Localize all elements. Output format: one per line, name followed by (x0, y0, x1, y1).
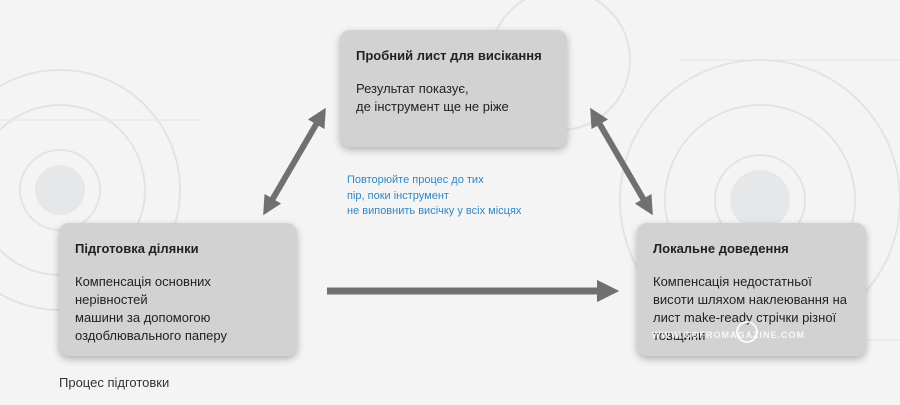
area-preparation-text: Компенсація основних нерівностей машини … (75, 274, 227, 343)
watermark-logo-icon (736, 321, 758, 343)
test-sheet-text: Результат показує, де інструмент ще не р… (356, 81, 509, 114)
area-preparation-box: Підготовка ділянки Компенсація основних … (59, 223, 297, 356)
local-adjustment-box: Локальне доведення Компенсація недостатн… (637, 223, 866, 356)
local-adjustment-text: Компенсація недостатньої висоти шляхом н… (653, 274, 847, 343)
test-sheet-title: Пробний лист для висікання (356, 48, 542, 63)
test-sheet-box: Пробний лист для висікання Результат пок… (340, 30, 567, 147)
local-adjustment-title: Локальне доведення (653, 241, 789, 256)
repeat-process-note: Повторюйте процес до тих пір, поки інстр… (347, 174, 522, 217)
watermark: WWW.GOFROMAGAZINE.COM (652, 330, 805, 340)
area-preparation-title: Підготовка ділянки (75, 241, 199, 256)
diagram-caption: Процес підготовки (59, 375, 170, 390)
